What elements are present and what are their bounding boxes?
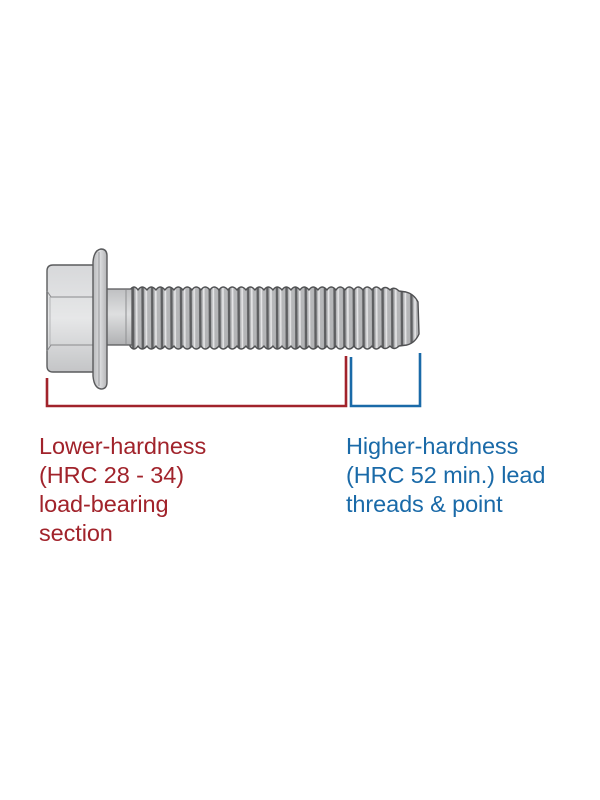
higher-label-line-1: Higher-hardness (346, 433, 519, 459)
higher-label-line-3: threads & point (346, 491, 503, 517)
lower-hardness-label: Lower-hardness (HRC 28 - 34) load-bearin… (39, 432, 206, 548)
hex-head (46, 264, 95, 373)
lower-label-line-4: section (39, 520, 113, 546)
lower-hardness-bracket (45, 356, 348, 408)
unthreaded-shank (104, 288, 133, 346)
flange (92, 248, 108, 390)
lower-label-line-1: Lower-hardness (39, 433, 207, 459)
threaded-shank (129, 286, 420, 350)
higher-label-line-2: (HRC 52 min.) lead (346, 462, 546, 488)
higher-hardness-bracket (349, 353, 422, 408)
lower-label-line-3: load-bearing (39, 491, 169, 517)
higher-hardness-label: Higher-hardness (HRC 52 min.) lead threa… (346, 432, 545, 519)
lower-label-line-2: (HRC 28 - 34) (39, 462, 184, 488)
